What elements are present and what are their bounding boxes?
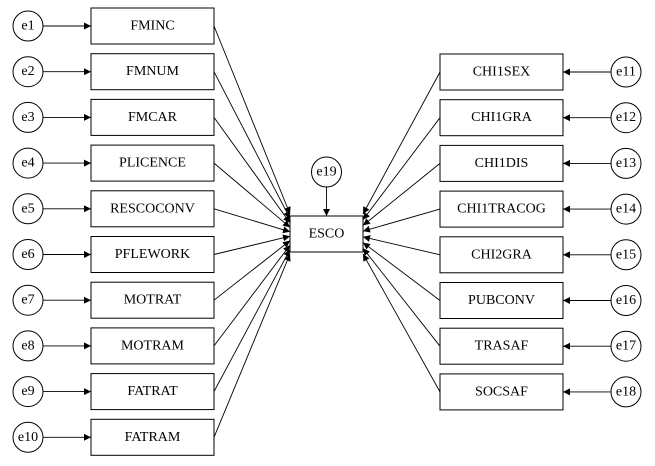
node-label-fatram: FATRAM [125,430,181,445]
node-label-socsaf: SOCSAF [475,384,528,399]
error-e7 [12,284,44,316]
error-label-e6: e6 [21,247,34,262]
error-label-e7: e7 [21,293,34,308]
node-motrat [90,281,215,319]
node-pflework [90,236,215,273]
error-label-e13: e13 [616,156,636,171]
node-chi1dis [439,144,564,182]
path-pubconv-to-esco [362,242,441,301]
node-pubconv [439,282,564,319]
node-fatram [90,418,215,456]
node-label-motram: MOTRAM [121,338,185,353]
error-e18 [610,376,642,408]
error-e19 [311,156,342,188]
error-e2 [12,56,44,88]
node-label-rescoconv: RESCOCONV [110,201,195,216]
path-chi1tracog-to-esco [362,208,441,233]
node-trasaf [439,327,564,365]
node-label-plicence: PLICENCE [119,156,186,171]
error-label-e14: e14 [616,202,636,217]
error-label-e10: e10 [18,430,38,445]
error-e12 [610,102,642,134]
error-label-e11: e11 [616,65,636,80]
error-e1 [12,10,44,42]
path-fmnum-to-esco [213,71,291,219]
node-label-motrat: MOTRAT [124,293,182,308]
path-fatrat-to-esco [213,249,291,392]
error-label-e4: e4 [21,156,34,171]
node-chi1gra [439,99,564,137]
node-label-fminc: FMINC [130,19,174,34]
path-trasaf-to-esco [362,248,441,347]
node-fmnum [90,53,215,91]
node-label-pflework: PFLEWORK [115,247,190,262]
error-label-e12: e12 [616,110,636,125]
error-e5 [12,193,44,225]
node-fmcar [90,98,215,136]
node-label-pubconv: PUBCONV [468,293,535,308]
error-e9 [12,376,44,408]
error-e10 [12,421,44,453]
node-label-chi1tracog: CHI1TRACOG [457,202,546,217]
path-pflework-to-esco [213,234,291,255]
error-label-e1: e1 [21,19,34,34]
path-rescoconv-to-esco [213,208,291,234]
error-e8 [12,330,44,362]
node-label-chi1dis: CHI1DIS [475,156,529,171]
node-label-chi1sex: CHI1SEX [473,65,531,80]
error-e15 [610,239,642,271]
node-rescoconv [90,190,215,228]
path-motrat-to-esco [213,240,291,301]
error-label-e5: e5 [21,201,34,216]
node-label-trasaf: TRASAF [475,339,529,354]
path-plicence-to-esco [213,162,291,228]
node-socsaf [439,373,564,411]
path-chi2gra-to-esco [362,235,441,256]
path-socsaf-to-esco [362,253,441,393]
error-label-e9: e9 [21,384,34,399]
node-fminc [90,7,215,45]
path-chi1sex-to-esco [362,71,441,215]
node-label-fmnum: FMNUM [126,64,179,79]
error-e14 [610,193,642,225]
error-e16 [610,285,642,316]
error-label-e17: e17 [616,339,636,354]
node-chi1tracog [439,190,564,228]
error-label-e2: e2 [21,64,34,79]
error-label-e16: e16 [616,293,636,308]
node-label-fmcar: FMCAR [128,110,178,125]
path-fmcar-to-esco [213,117,291,224]
error-e6 [12,239,44,270]
node-motram [90,327,215,365]
error-e4 [12,147,44,179]
path-chi1gra-to-esco [362,117,441,220]
node-label-fatrat: FATRAT [127,384,178,399]
error-e13 [610,147,642,179]
error-label-e18: e18 [616,384,636,399]
node-chi2gra [439,236,564,274]
node-esco [289,215,364,253]
node-plicence [90,144,215,182]
node-label-chi2gra: CHI2GRA [471,247,533,262]
paths-layer [43,22,611,441]
node-chi1sex [439,53,564,91]
error-label-e8: e8 [21,338,34,353]
path-fatram-to-esco [213,253,291,438]
node-fatrat [90,373,215,411]
error-e11 [610,56,642,88]
path-fminc-to-esco [213,25,291,215]
node-label-chi1gra: CHI1GRA [471,110,533,125]
path-motram-to-esco [213,244,291,347]
path-chi1dis-to-esco [362,163,441,226]
error-label-e3: e3 [21,110,34,125]
error-label-e15: e15 [616,247,636,262]
error-label-e19: e19 [316,165,336,180]
node-label-esco: ESCO [309,227,345,242]
error-e3 [12,101,44,133]
error-e17 [610,330,642,362]
